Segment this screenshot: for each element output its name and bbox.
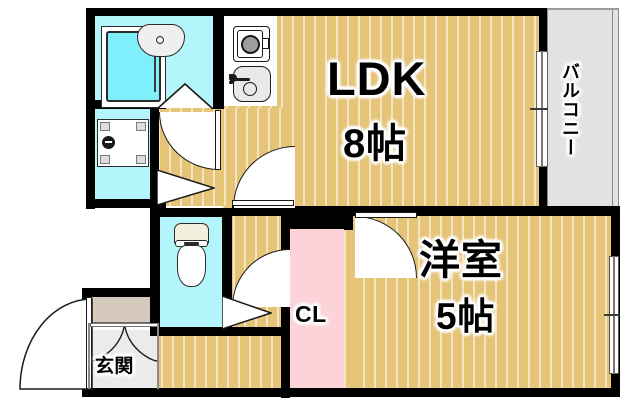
wall-genkan-bottom [82, 388, 288, 397]
door-toilet-folding[interactable] [222, 296, 272, 330]
closet-floor [288, 228, 344, 396]
door-washroom-leaf[interactable] [215, 110, 221, 170]
balcony-top-edge [547, 8, 619, 10]
washbasin-drain-icon [156, 36, 164, 44]
balcony-rail-line [612, 9, 613, 207]
kitchen-sink [233, 66, 271, 102]
genkan-floor [90, 330, 158, 396]
shoe-cabinet [90, 296, 158, 323]
genkan-frame-right [157, 323, 159, 389]
wall-washroom-right [150, 108, 159, 208]
kitchen-sink-drain [243, 82, 257, 96]
label-washitsu-name: 洋室 [419, 237, 503, 283]
hall-floor-genkan-strip [150, 328, 288, 396]
genkan-door-arcs [91, 326, 158, 362]
washer-pan-corner-br [136, 155, 146, 164]
balcony-floor [547, 9, 619, 207]
wall-toilet-left [150, 208, 160, 336]
washitsu-entry-floor [344, 216, 354, 396]
door-genkan-swing[interactable] [18, 297, 94, 391]
wall-bath-kitchen [213, 8, 224, 109]
wall-top-outer [86, 8, 547, 16]
wall-closet-top [281, 206, 352, 229]
label-ldk-size: 8帖 [343, 122, 407, 166]
wall-toilet-bottom [150, 327, 232, 336]
washer-pan-corner-tl [100, 122, 110, 131]
wall-hall-ldk [232, 206, 294, 216]
label-ldk-name: LDK [327, 52, 427, 105]
toilet-bowl [177, 245, 206, 287]
washer-pan-corner-bl [100, 155, 110, 164]
label-balcony: バルコニー [560, 62, 580, 157]
door-washitsu-leaf[interactable] [355, 212, 417, 218]
toilet-seat-line [184, 242, 199, 245]
wall-washitsu-bottom [281, 388, 620, 397]
door-washroom-folding[interactable] [157, 170, 215, 206]
stove-knob [262, 38, 269, 49]
label-closet: CL [295, 301, 327, 327]
wall-left-lower [86, 199, 95, 209]
washitsu-window-center-mark [604, 314, 620, 316]
label-genkan: 玄関 [95, 356, 134, 377]
washbasin-stem [154, 50, 156, 92]
door-ldk-leaf[interactable] [232, 200, 294, 206]
washer-pan-corner-tr [136, 122, 146, 131]
balcony-door-center-mark [530, 108, 548, 110]
wall-washroom-bottom [86, 199, 166, 208]
bath-door-lines [156, 82, 214, 110]
faucet-icon [229, 74, 250, 84]
wall-washitsu-top [344, 206, 620, 216]
stove-burner [241, 35, 260, 54]
washer-drain-mark [105, 141, 112, 143]
wall-corridor-bottom [232, 327, 288, 336]
wall-washitsu-left [344, 206, 353, 230]
wall-genkan-top [82, 288, 158, 297]
wall-toilet-right [222, 208, 232, 336]
label-washitsu-size: 5帖 [436, 296, 496, 337]
genkan-frame-left [88, 323, 90, 389]
wall-kitchen-bottom [213, 100, 224, 109]
wall-toilet-top [150, 208, 232, 217]
